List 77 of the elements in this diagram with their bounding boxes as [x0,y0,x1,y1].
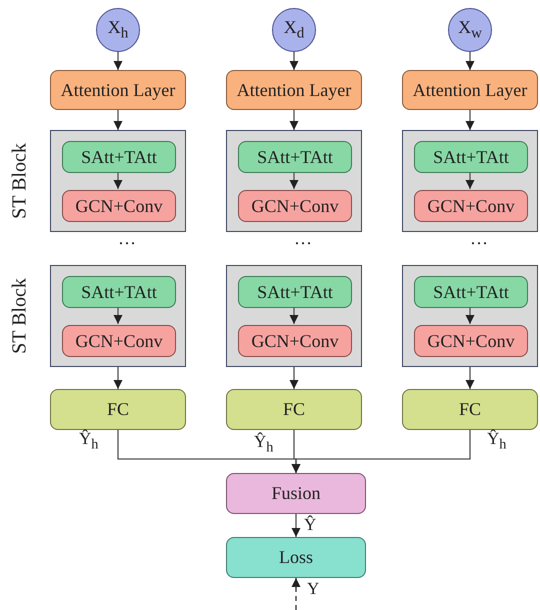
process-box [414,190,528,222]
process-box [414,276,528,308]
edge-label: Y [306,580,320,597]
edge-label: Ŷ [303,516,318,533]
process-box [414,325,528,357]
node-label: Attention Layer [412,80,528,100]
process-box [50,389,186,430]
arrow [113,172,123,189]
input-circle [448,8,492,52]
process-box [402,70,538,110]
block-container [50,265,186,367]
node-label: Attention Layer [60,80,176,100]
ellipsis-label: … [294,228,312,249]
process-box [50,70,186,110]
node-label: X$_{w}$ [458,17,482,43]
block-container [226,130,362,232]
arrow [291,430,471,473]
input-circle [272,8,316,52]
arrow [289,367,299,389]
arrow [465,367,475,389]
node-label: FC [282,399,306,420]
node-label: GCN+Conv [75,330,163,352]
node-label: Loss [278,547,313,568]
node-label: SAtt+TAtt [257,282,333,302]
node-label: GCN+Conv [251,330,339,352]
arrow [465,110,475,130]
process-box [226,389,362,430]
node-label: SAtt+TAtt [257,146,333,168]
node-label: GCN+Conv [75,196,163,216]
process-box [414,141,528,173]
block-container [50,130,186,232]
process-box [62,325,176,357]
side-label: ST Block [8,143,32,219]
process-box [238,276,352,308]
arrow [113,110,123,130]
block-container [226,265,362,367]
arrow [289,172,299,189]
process-box [62,190,176,222]
block-container [402,130,538,232]
node-label: GCN+Conv [427,196,515,216]
ellipsis-label: … [118,228,136,249]
process-box [238,141,352,173]
node-label: SAtt+TAtt [81,282,157,302]
arrow [289,110,299,130]
arrow [113,307,123,324]
arrow [113,52,123,70]
arrow [465,307,475,324]
node-label: Attention Layer [236,80,352,100]
process-box [238,325,352,357]
node-label: X$_{h}$ [108,17,128,43]
arrow [465,172,475,189]
process-box [238,190,352,222]
arrow [289,307,299,324]
block-container [402,265,538,367]
ellipsis-label: … [470,228,488,249]
node-label: GCN+Conv [251,196,339,216]
process-box [62,141,176,173]
node-label: SAtt+TAtt [81,146,157,168]
arrow [465,52,475,70]
process-box [226,473,366,514]
node-label: GCN+Conv [427,330,515,352]
node-label: SAtt+TAtt [433,282,509,302]
node-label: SAtt+TAtt [433,146,509,168]
process-box [402,389,538,430]
side-label: ST Block [8,278,32,354]
node-label: Fusion [271,483,321,504]
node-label: X$_{d}$ [284,17,304,43]
process-box [226,537,366,578]
process-box [226,70,362,110]
process-box [62,276,176,308]
arrow [113,367,123,389]
node-label: FC [458,399,482,420]
node-label: FC [106,399,130,420]
arrow [291,578,301,610]
arrow [289,52,299,70]
arrow [291,514,301,537]
input-circle [96,8,140,52]
